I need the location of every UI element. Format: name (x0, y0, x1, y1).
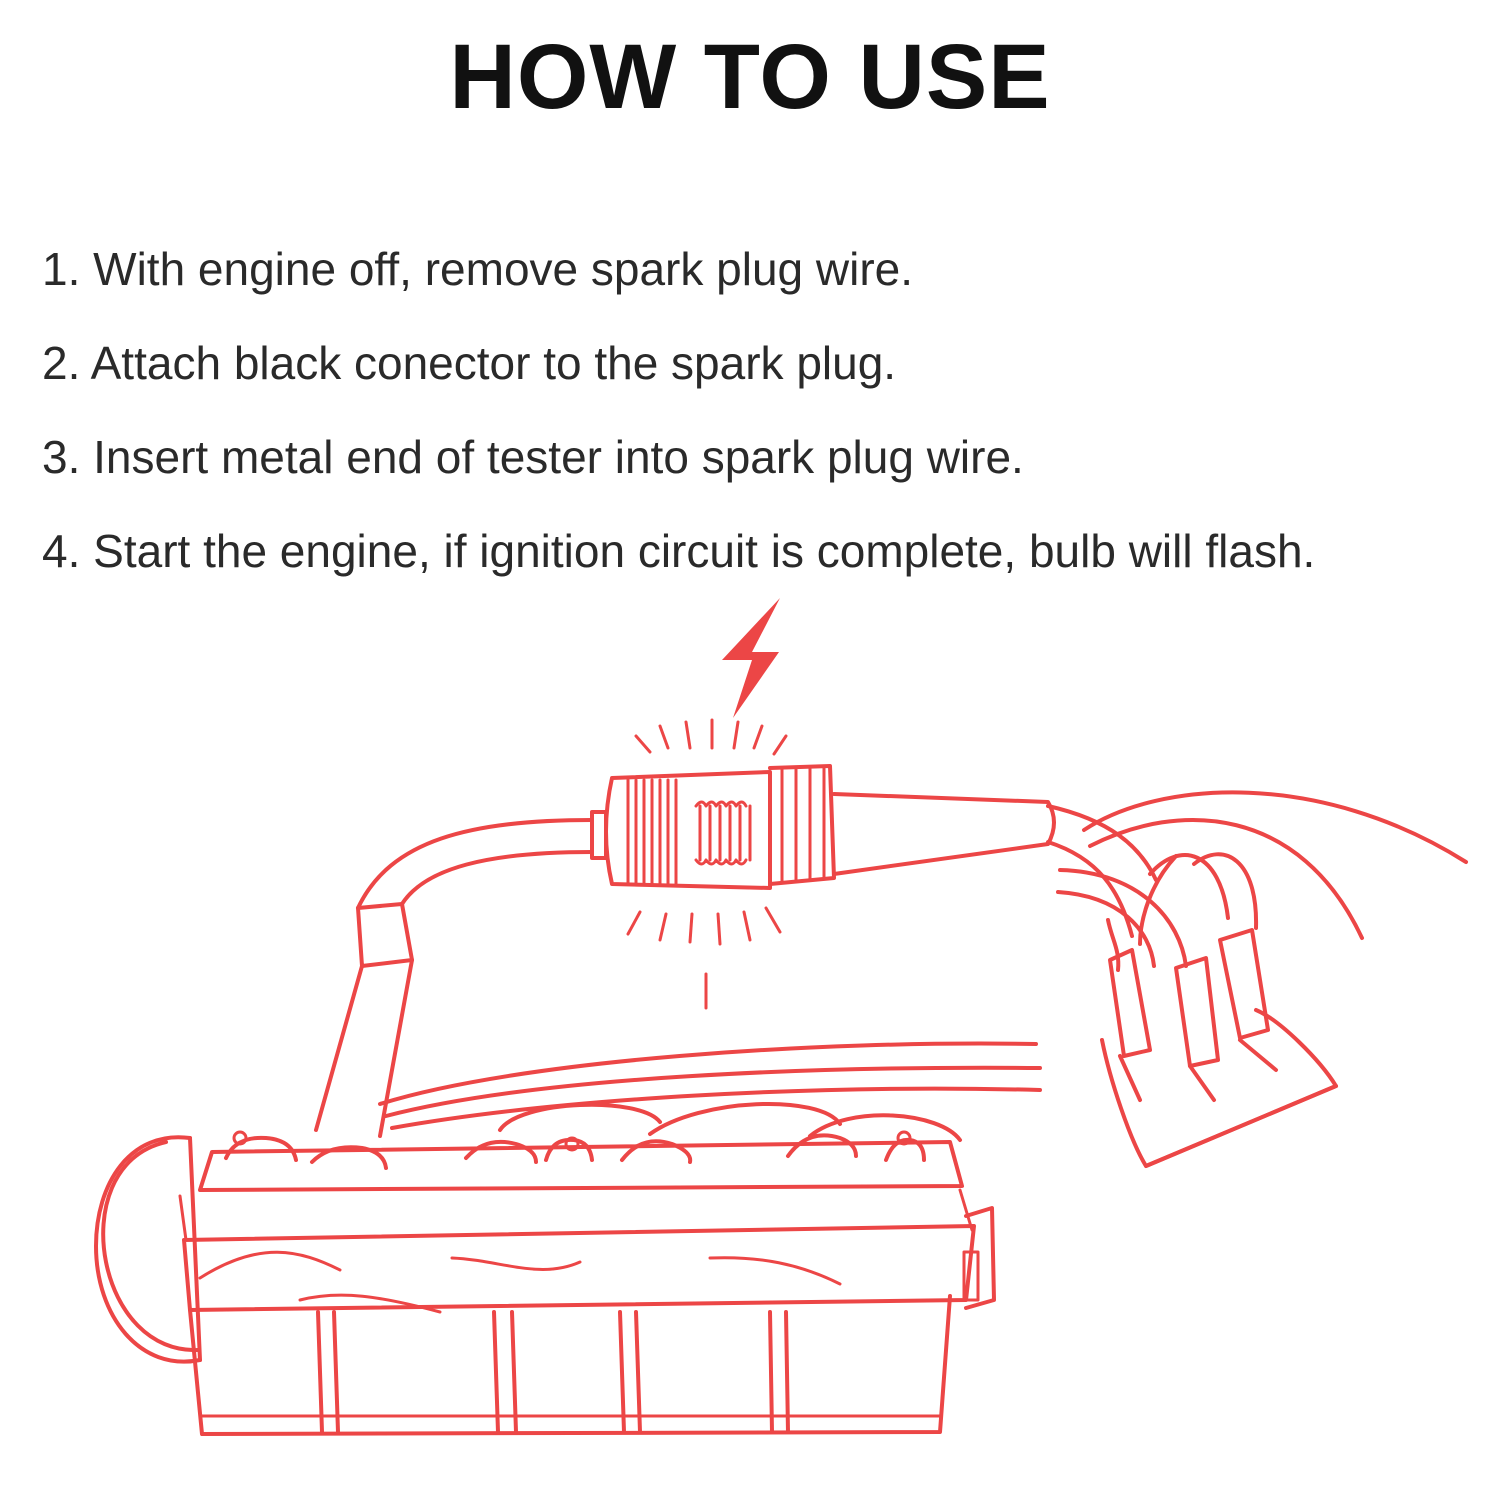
step-number: 1. (42, 243, 81, 295)
distributor-cap-icon (1100, 928, 1338, 1168)
instruction-step-1: 1. With engine off, remove spark plug wi… (42, 222, 1482, 316)
flash-rays-top-icon (634, 718, 788, 756)
step-text: With engine off, remove spark plug wire. (93, 243, 914, 295)
engine-illustration (0, 585, 1500, 1500)
distributor-wires (1056, 790, 1468, 972)
instruction-list: 1. With engine off, remove spark plug wi… (42, 222, 1482, 598)
spark-tester-icon (590, 764, 836, 890)
spark-plug-wire-left (314, 818, 594, 1138)
instruction-step-3: 3. Insert metal end of tester into spark… (42, 410, 1482, 504)
flash-rays-bottom-icon (626, 906, 782, 1010)
step-text: Start the engine, if ignition circuit is… (93, 525, 1316, 577)
page-title: HOW TO USE (449, 26, 1051, 128)
step-text: Attach black conector to the spark plug. (90, 337, 897, 389)
step-number: 4. (42, 525, 81, 577)
instruction-step-4: 4. Start the engine, if ignition circuit… (42, 504, 1482, 598)
engine-top-wires (378, 1041, 1042, 1142)
instruction-step-2: 2. Attach black conector to the spark pl… (42, 316, 1482, 410)
lightning-bolt-icon (722, 598, 780, 718)
step-number: 3. (42, 431, 81, 483)
step-number: 2. (42, 337, 81, 389)
step-text: Insert metal end of tester into spark pl… (93, 431, 1024, 483)
engine-block-icon (94, 1130, 996, 1436)
